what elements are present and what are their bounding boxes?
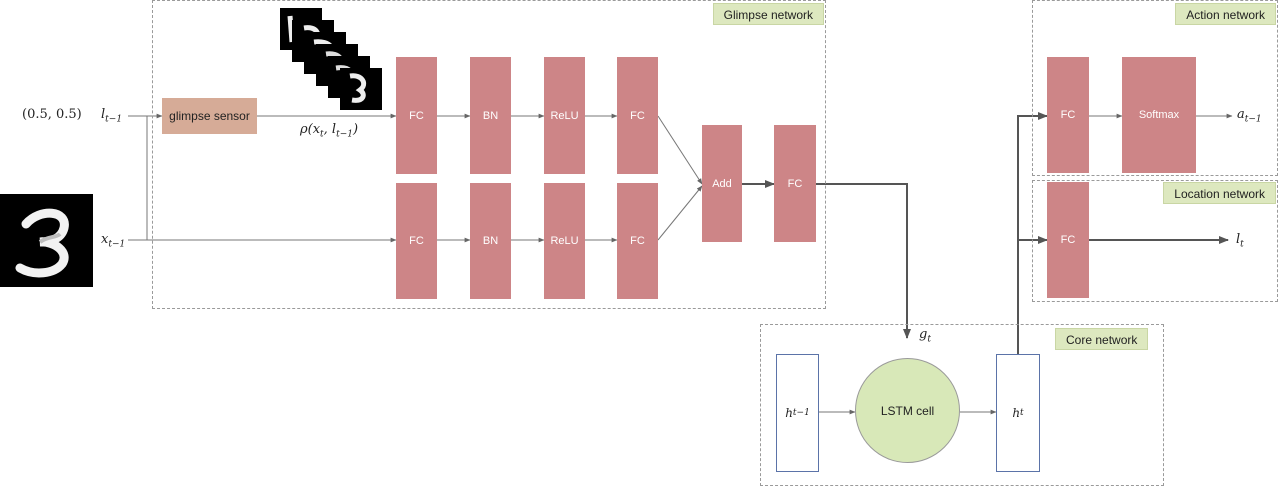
location-output-label: lt: [1236, 232, 1244, 250]
previous-location-label: lt−1: [101, 107, 123, 125]
action-network-label: Action network: [1175, 3, 1276, 25]
top-fc-2-block: FC: [617, 57, 658, 174]
initial-location-label: (0.5, 0.5): [22, 107, 82, 122]
glimpse-function-label: ρ(xt, lt−1): [300, 122, 359, 140]
bottom-relu-block: ReLU: [544, 183, 585, 299]
lstm-cell: LSTM cell: [855, 358, 960, 463]
bottom-fc-2-block: FC: [617, 183, 658, 299]
top-relu-block: ReLU: [544, 57, 585, 174]
input-image-label: xt−1: [101, 232, 126, 250]
action-output-label: at−1: [1237, 107, 1262, 125]
mnist-digit-image: [0, 194, 93, 287]
core-network-region: Core network: [760, 324, 1164, 486]
action-fc-block: FC: [1047, 57, 1089, 173]
glimpse-vector-label: gt: [919, 327, 931, 345]
glimpse-network-region: Glimpse network: [152, 0, 826, 309]
top-fc-1-block: FC: [396, 57, 437, 174]
core-network-label: Core network: [1055, 328, 1149, 350]
softmax-block: Softmax: [1122, 57, 1196, 173]
top-bn-block: BN: [470, 57, 511, 174]
location-network-region: Location network: [1032, 180, 1278, 302]
glimpse-network-label: Glimpse network: [712, 3, 824, 25]
bottom-fc-1-block: FC: [396, 183, 437, 299]
glimpse-sensor-block: glimpse sensor: [162, 98, 257, 134]
bottom-bn-block: BN: [470, 183, 511, 299]
location-network-label: Location network: [1163, 182, 1276, 204]
location-fc-block: FC: [1047, 182, 1089, 298]
glimpse-patches-image: [280, 8, 384, 110]
add-block: Add: [702, 125, 742, 242]
merge-fc-block: FC: [774, 125, 816, 242]
action-network-region: Action network: [1032, 0, 1278, 176]
